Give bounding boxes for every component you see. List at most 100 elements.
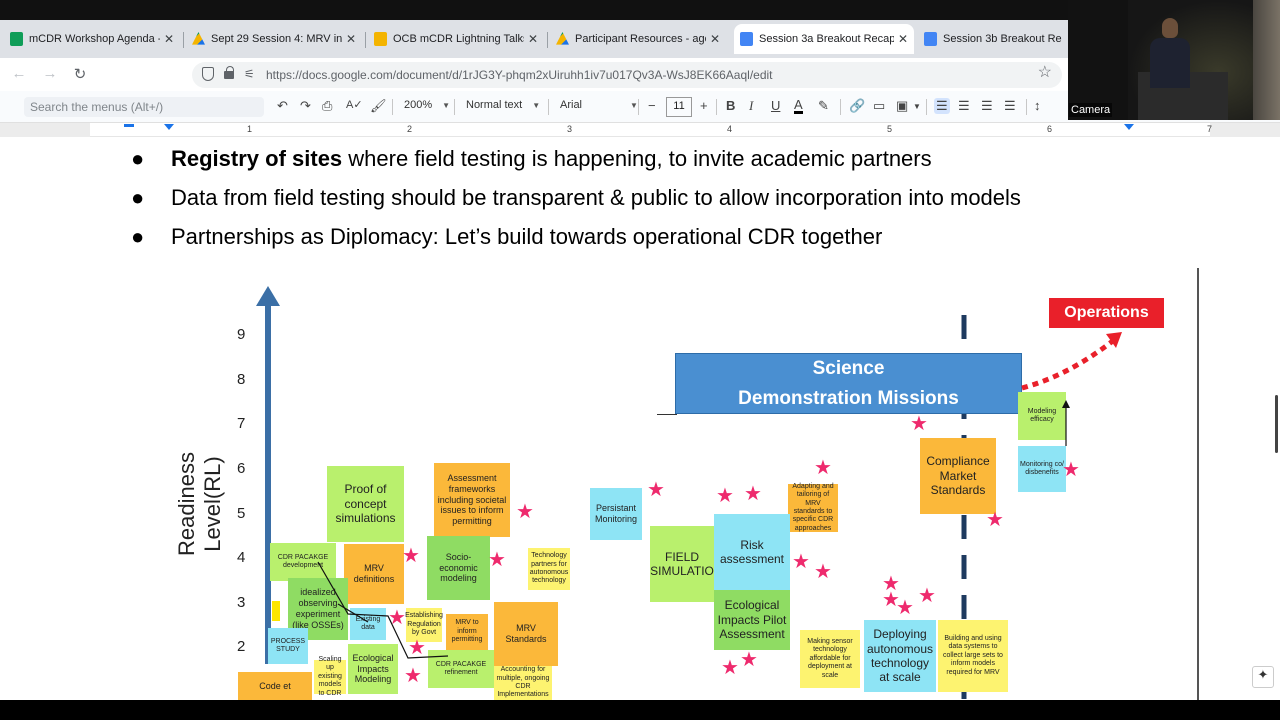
site-settings-icon[interactable]: ⚟ [244, 67, 255, 81]
toolbar-divider [840, 99, 841, 115]
ruler-number: 4 [727, 124, 733, 134]
menu-search-input[interactable]: Search the menus (Alt+/) [24, 97, 264, 117]
document-canvas[interactable]: ●Registry of sites where field testing i… [0, 138, 1280, 703]
star-marker: ★ [882, 573, 900, 595]
close-icon[interactable]: ✕ [897, 32, 908, 46]
scrollbar-thumb[interactable] [1275, 395, 1278, 453]
tab-workshop-agenda[interactable]: mCDR Workshop Agenda - Go ✕ [4, 24, 180, 54]
ruler-number: 3 [567, 124, 573, 134]
rl-number: 7 [237, 415, 246, 432]
embedded-slide-image[interactable]: Readiness Level(RL) 9 8 7 6 5 4 3 2 Scie… [174, 268, 1200, 703]
tab-participant-resources[interactable]: Participant Resources - agenda ✕ [550, 24, 726, 54]
star-marker: ★ [647, 479, 665, 501]
drive-icon [556, 32, 569, 45]
title-bar [0, 0, 1068, 20]
underline-icon[interactable]: U [771, 98, 781, 113]
paint-format-icon[interactable]: 🖌 [370, 98, 387, 113]
align-justify-icon[interactable]: ☰ [1004, 98, 1016, 113]
note-adapting-mrv: Adapting and tailoring of MRV standards … [788, 483, 838, 532]
bookmark-star-icon[interactable]: ☆ [1037, 64, 1052, 81]
align-right-icon[interactable]: ☰ [981, 98, 993, 113]
spellcheck-icon[interactable]: A✓ [346, 99, 363, 111]
ruler-number: 2 [407, 124, 413, 134]
decrease-font-icon[interactable]: − [648, 98, 656, 113]
docs-toolbar: Search the menus (Alt+/) ↶ ↷ ⎙ A✓ 🖌 200%… [0, 91, 1280, 123]
tab-separator [183, 32, 184, 48]
ruler-number: 1 [247, 124, 253, 134]
banner-line: Demonstration Missions [738, 388, 959, 409]
align-center-icon[interactable]: ☰ [958, 98, 970, 113]
first-line-indent-handle[interactable] [124, 124, 134, 127]
style-value: Normal text [466, 99, 523, 111]
tab-session-4[interactable]: Sept 29 Session 4: MRV in an E ✕ [186, 24, 362, 54]
close-icon[interactable]: ✕ [709, 32, 720, 46]
note-proof-of-concept: Proof of concept simulations [327, 466, 404, 542]
tab-session-3b[interactable]: Session 3b Breakout Recap - [918, 24, 1068, 54]
flag [1253, 0, 1280, 120]
font-value: Arial [560, 99, 583, 111]
reload-icon[interactable]: ↻ [73, 66, 87, 83]
star-marker: ★ [404, 665, 422, 687]
tab-strip: mCDR Workshop Agenda - Go ✕ Sept 29 Sess… [0, 0, 1068, 58]
star-marker: ★ [740, 649, 758, 671]
redo-icon[interactable]: ↷ [300, 98, 311, 113]
star-marker: ★ [721, 657, 739, 679]
tab-title: mCDR Workshop Agenda - Go [29, 33, 160, 45]
tab-session-3a[interactable]: Session 3a Breakout Recap - G ✕ [734, 24, 914, 54]
yellow-marker [272, 601, 280, 621]
note-connector-lines [317, 561, 449, 659]
ruler-margin-left [0, 123, 90, 137]
print-icon[interactable]: ⎙ [322, 98, 333, 113]
left-indent-handle[interactable] [164, 124, 174, 130]
lock-icon[interactable] [224, 66, 234, 79]
font-size-input[interactable]: 11 [666, 97, 692, 117]
image-icon[interactable]: ▣ [896, 98, 909, 113]
toolbar-divider [454, 99, 455, 115]
style-select[interactable]: Normal text▼ [466, 99, 540, 111]
back-icon[interactable]: ← [11, 65, 27, 82]
url-text: https://docs.google.com/document/d/1rJG3… [266, 68, 773, 82]
shield-icon[interactable] [202, 67, 214, 81]
bullet-data-transparency: ●Data from field testing should be trans… [131, 185, 1021, 211]
document-page[interactable]: ●Registry of sites where field testing i… [0, 138, 1280, 703]
chevron-down-icon: ▼ [442, 101, 451, 110]
toolbar-divider [1026, 99, 1027, 115]
forward-icon[interactable]: → [42, 65, 58, 82]
bullet-marker: ● [131, 224, 145, 249]
italic-icon[interactable]: I [749, 98, 754, 113]
font-select[interactable]: Arial▼ [560, 99, 638, 111]
note-eco-modeling: Ecological Impacts Modeling [348, 644, 398, 694]
right-indent-handle[interactable] [1124, 124, 1134, 130]
text-color-icon[interactable]: A [794, 97, 803, 114]
bullet-bold-text: Registry of sites [171, 146, 343, 171]
note-mrv-definitions: MRV definitions [344, 544, 404, 604]
star-marker: ★ [388, 607, 406, 629]
line-spacing-icon[interactable]: ↕ [1034, 98, 1041, 113]
close-icon[interactable]: ✕ [345, 32, 356, 46]
link-icon[interactable]: 🔗 [849, 98, 866, 113]
align-left-icon[interactable]: ☰ [934, 98, 950, 114]
star-marker: ★ [1062, 459, 1080, 481]
star-marker: ★ [814, 561, 832, 583]
operations-arrow [1021, 332, 1122, 391]
horizontal-ruler[interactable]: 1 2 3 4 5 6 7 [0, 123, 1280, 137]
star-marker: ★ [408, 637, 426, 659]
tab-lightning-talks[interactable]: OCB mCDR Lightning Talks - Go ✕ [368, 24, 544, 54]
bottom-letterbox [0, 700, 1280, 720]
highlight-icon[interactable]: ✎ [818, 98, 829, 113]
chevron-down-icon[interactable]: ▼ [913, 102, 921, 111]
bold-icon[interactable]: B [726, 98, 736, 113]
star-marker: ★ [986, 509, 1004, 531]
bullet-text: Partnerships as Diplomacy: Let’s build t… [171, 224, 883, 249]
explore-icon[interactable]: ✦ [1252, 666, 1274, 688]
zoom-select[interactable]: 200%▼ [404, 99, 450, 111]
ruler-number: 5 [887, 124, 893, 134]
note-compliance-market: Compliance Market Standards [920, 438, 996, 514]
ruler-number: 7 [1207, 124, 1213, 134]
url-field[interactable]: ⚟ https://docs.google.com/document/d/1rJ… [192, 62, 1062, 88]
undo-icon[interactable]: ↶ [277, 98, 288, 113]
close-icon[interactable]: ✕ [163, 32, 174, 46]
increase-font-icon[interactable]: + [700, 98, 708, 113]
comment-icon[interactable]: ▭ [873, 98, 886, 113]
close-icon[interactable]: ✕ [527, 32, 538, 46]
